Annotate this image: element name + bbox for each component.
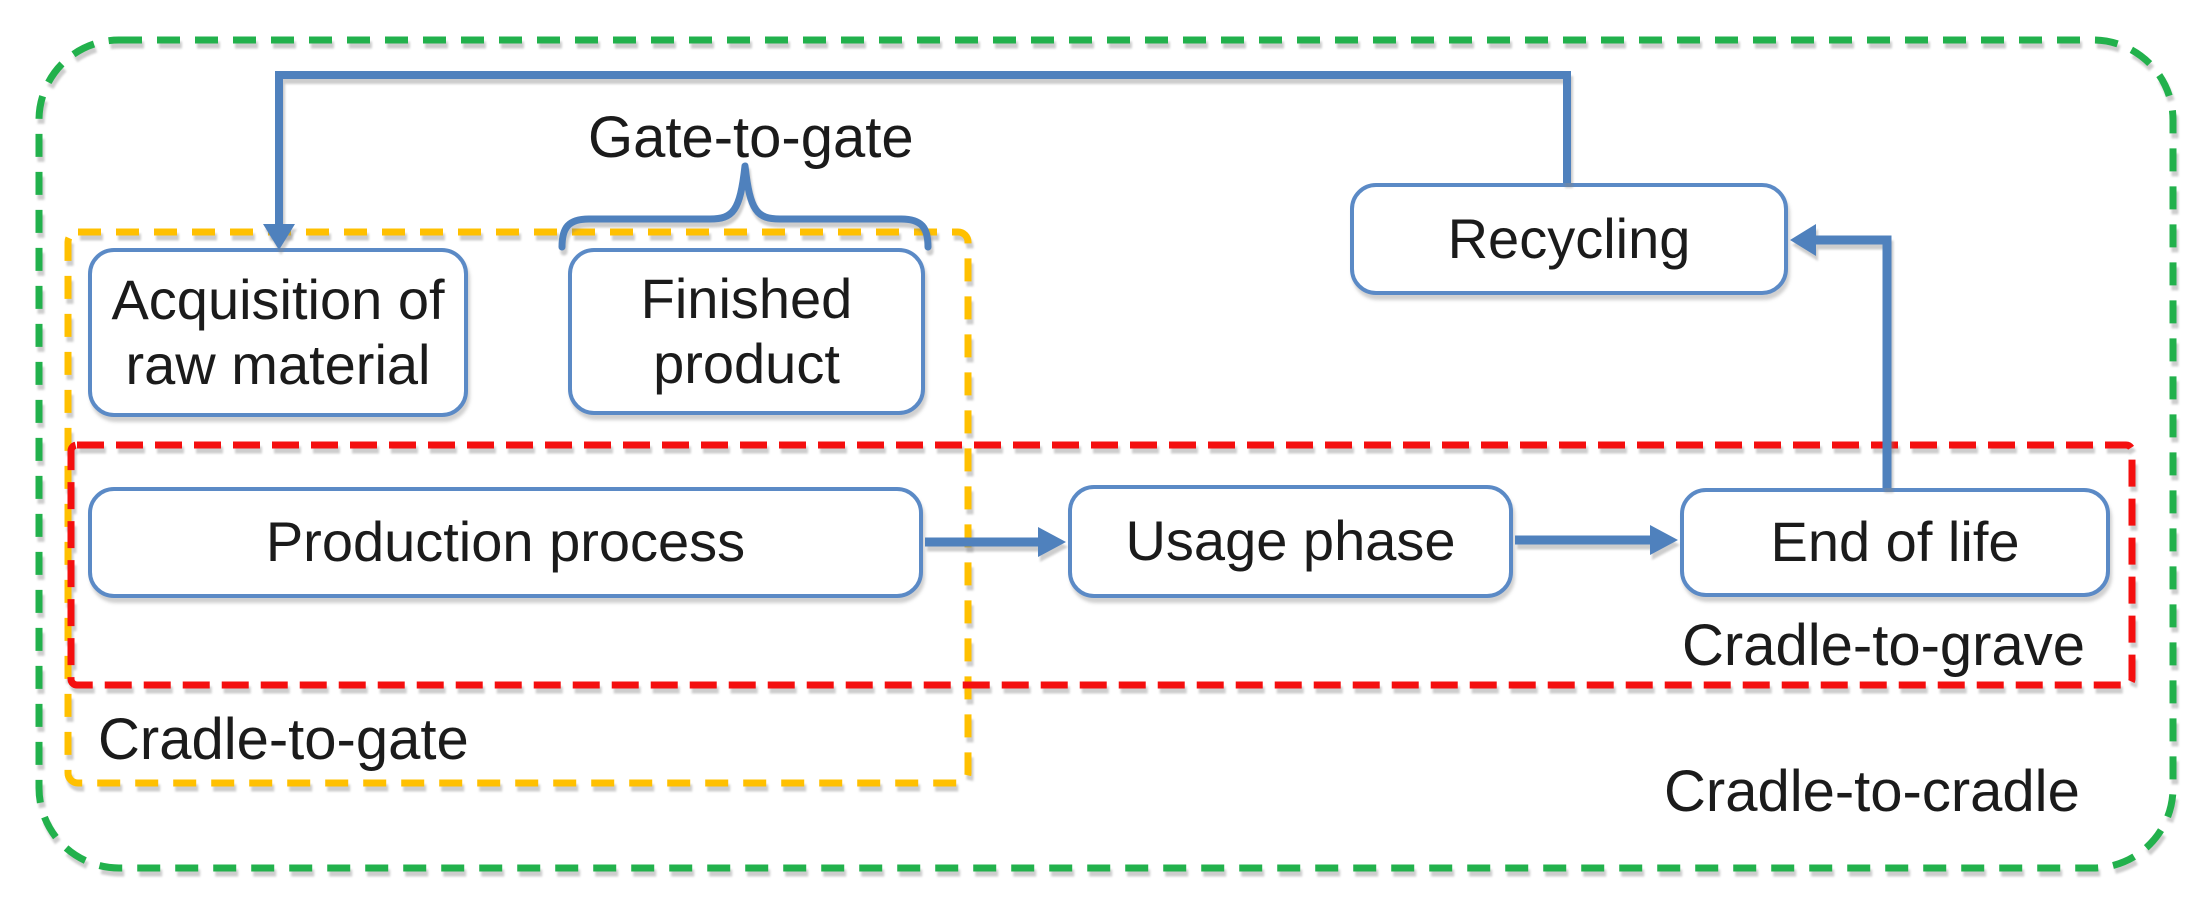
node-label: Usage phase: [1125, 509, 1456, 573]
node-acquisition-of-raw-material: Acquisition of raw material: [88, 248, 468, 417]
arrowhead-into-acquisition: [263, 224, 295, 250]
node-production-process: Production process: [88, 487, 923, 598]
node-usage-phase: Usage phase: [1068, 485, 1513, 598]
node-label: Recycling: [1447, 206, 1691, 270]
connector-end-of-life-to-recycling: [1814, 235, 1892, 488]
node-label: Production process: [265, 510, 746, 574]
label-cradle-to-grave: Cradle-to-grave: [1682, 613, 2085, 678]
label-gate-to-gate: Gate-to-gate: [588, 105, 914, 170]
node-label: Finished product: [640, 266, 853, 395]
gate-to-gate-brace: [558, 162, 932, 251]
node-finished-product: Finished product: [568, 248, 925, 415]
arrowhead-into-recycling: [1790, 224, 1816, 256]
label-cradle-to-cradle: Cradle-to-cradle: [1664, 759, 2080, 824]
label-cradle-to-gate: Cradle-to-gate: [98, 707, 469, 772]
node-label: Acquisition of raw material: [111, 267, 445, 396]
node-end-of-life: End of life: [1680, 488, 2110, 597]
node-recycling: Recycling: [1350, 183, 1788, 295]
arrowhead-into-end-of-life: [1650, 525, 1678, 555]
node-label: End of life: [1770, 510, 2020, 574]
arrowhead-into-usage: [1038, 527, 1066, 557]
